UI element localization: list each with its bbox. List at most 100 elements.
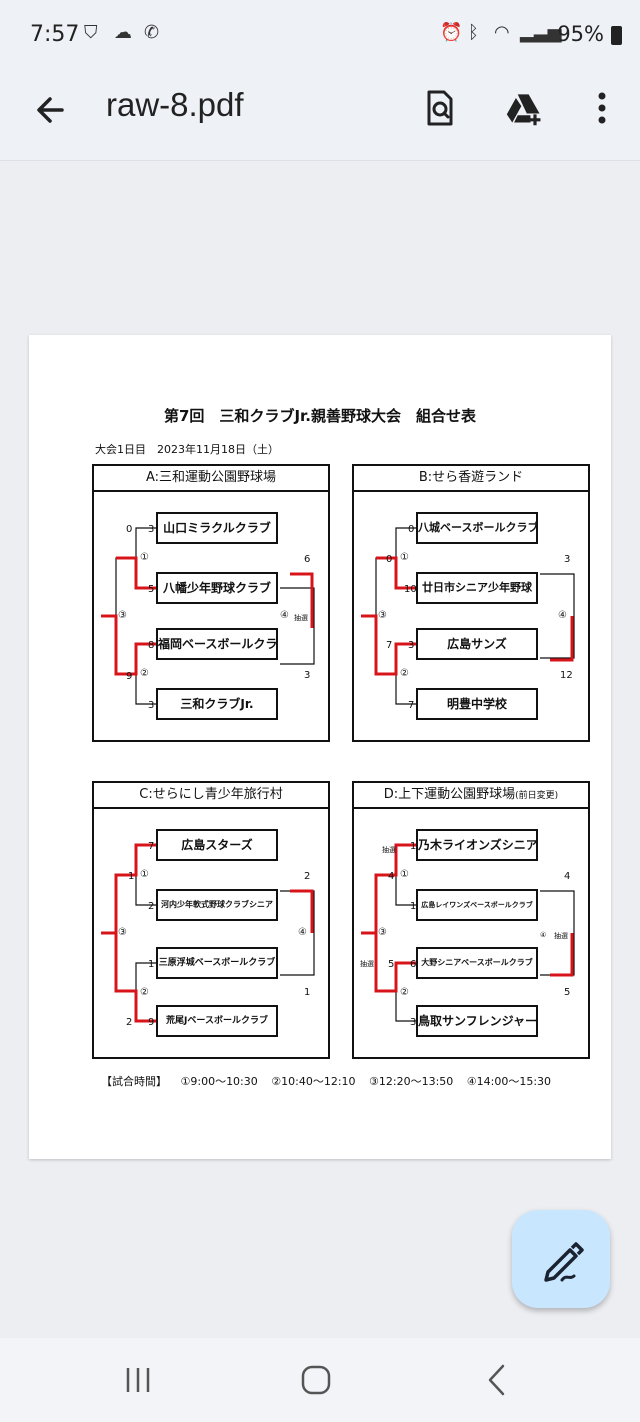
- match-number: ③: [378, 610, 387, 621]
- status-time: 7:57: [30, 22, 80, 47]
- match-time: ③12:20～13:50: [369, 1075, 454, 1088]
- score: 1: [128, 871, 135, 882]
- match-number: ③: [118, 927, 127, 938]
- score: 3: [408, 640, 415, 651]
- score: 4: [388, 871, 395, 882]
- team-box: 広島スターズ: [156, 829, 278, 861]
- match-number: ④: [298, 927, 307, 938]
- match-number: ①: [140, 552, 149, 563]
- score: 2: [304, 871, 311, 882]
- team-box: 三和クラブJr.: [156, 688, 278, 720]
- score: 1: [148, 959, 155, 970]
- match-time: ②10:40～12:10: [271, 1075, 356, 1088]
- lottery-note: 抽選: [360, 960, 374, 968]
- team-box: 鳥取サンフレンジャーズ: [416, 1005, 538, 1037]
- match-time: ①9:00～10:30: [180, 1075, 258, 1088]
- team-box: 荒尾Jベースボールクラブ: [156, 1005, 278, 1037]
- score: 0: [386, 554, 393, 565]
- team-box: 福岡ベースボールクラブ: [156, 628, 278, 660]
- bracket-lines: [101, 527, 315, 705]
- score: 5: [564, 987, 571, 998]
- venue-panel-b: B:せら香遊ランド 八城ベースボールクラブ 廿日市シニア少年野球 広島サンズ 明…: [352, 464, 590, 742]
- score: 4: [564, 871, 571, 882]
- score: 12: [560, 670, 573, 681]
- back-arrow-icon[interactable]: [32, 90, 72, 130]
- match-number: ③: [378, 927, 387, 938]
- pen-edit-icon: [544, 1242, 584, 1282]
- match-number: ④: [280, 610, 289, 621]
- team-box: 明豊中学校: [416, 688, 538, 720]
- score: 3: [410, 1017, 417, 1028]
- score: 10: [404, 584, 417, 595]
- status-bar: 7:57 ⛉ ☁ ✆ ⏰ ᛒ ◠ ▂▃▅ 95%: [0, 0, 640, 72]
- venue-panel-c: C:せらにし青少年旅行村 広島スターズ 河内少年軟式野球クラブシニア 三原浮城ベ…: [92, 781, 330, 1059]
- match-number: ①: [140, 869, 149, 880]
- score: 9: [126, 671, 133, 682]
- recent-apps-icon[interactable]: [118, 1360, 158, 1400]
- score: 8: [148, 640, 155, 651]
- team-box: 乃木ライオンズシニア: [416, 829, 538, 861]
- venue-panel-d: D:上下運動公園野球場(前日変更) 乃木ライオンズシニア 広島レイワンズベースボ…: [352, 781, 590, 1059]
- score: 6: [304, 554, 311, 565]
- team-box: 河内少年軟式野球クラブシニア: [156, 889, 278, 921]
- shield-icon: ⛉: [84, 22, 98, 43]
- team-box: 広島レイワンズベースボールクラブ: [416, 889, 538, 921]
- team-box: 八城ベースボールクラブ: [416, 512, 538, 544]
- document-title: raw-8.pdf: [106, 86, 244, 123]
- alarm-icon: ⏰: [440, 22, 463, 43]
- score: 1: [410, 901, 417, 912]
- home-icon[interactable]: [296, 1360, 336, 1400]
- back-nav-icon[interactable]: [478, 1360, 518, 1400]
- bracket-lines: [101, 843, 315, 1023]
- pdf-page: 第7回 三和クラブJr.親善野球大会 組合せ表 大会1日目 2023年11月18…: [29, 335, 611, 1159]
- venue-title: B:せら香遊ランド: [354, 466, 588, 492]
- app-bar: raw-8.pdf: [0, 72, 640, 161]
- bracket-lines: [361, 843, 575, 1022]
- lottery-note: 抽選: [294, 614, 308, 622]
- system-navigation-bar: [0, 1338, 640, 1422]
- venue-title: A:三和運動公園野球場: [94, 466, 328, 492]
- search-document-icon[interactable]: [420, 88, 460, 128]
- battery-percent: 95%: [557, 22, 604, 46]
- team-box: 広島サンズ: [416, 628, 538, 660]
- score: 2: [148, 901, 155, 912]
- score: 7: [148, 841, 155, 852]
- match-number: ②: [400, 987, 409, 998]
- tournament-title: 第7回 三和クラブJr.親善野球大会 組合せ表: [164, 407, 476, 425]
- lottery-note: 抽選: [554, 932, 568, 940]
- score: 9: [148, 1017, 155, 1028]
- score: 3: [304, 670, 311, 681]
- match-number: ④: [540, 931, 547, 939]
- score: 0: [408, 524, 415, 535]
- lottery-note: 抽選: [382, 846, 396, 854]
- match-times-label: 【試合時間】: [101, 1075, 167, 1088]
- venue-title: C:せらにし青少年旅行村: [94, 783, 328, 809]
- score: 3: [148, 524, 155, 535]
- venue-title: D:上下運動公園野球場(前日変更): [354, 783, 588, 809]
- more-options-icon[interactable]: [582, 88, 622, 128]
- score: 3: [564, 554, 571, 565]
- wifi-icon: ◠: [494, 22, 510, 43]
- score: 5: [148, 584, 155, 595]
- score: 1: [304, 987, 311, 998]
- match-times: 【試合時間】 ①9:00～10:30 ②10:40～12:10 ③12:20～1…: [101, 1073, 561, 1089]
- team-box: 廿日市シニア少年野球: [416, 572, 538, 604]
- match-number: ①: [400, 552, 409, 563]
- score: 0: [126, 524, 133, 535]
- score: 2: [126, 1017, 133, 1028]
- match-time: ④14:00～15:30: [466, 1075, 552, 1088]
- score: 3: [148, 700, 155, 711]
- bracket-lines: [361, 527, 575, 705]
- team-box: 三原浮城ベースボールクラブ: [156, 947, 278, 979]
- score: 5: [388, 959, 395, 970]
- edit-fab-button[interactable]: [512, 1210, 610, 1308]
- score: 6: [410, 959, 417, 970]
- add-to-drive-icon[interactable]: [505, 88, 545, 128]
- team-box: 八幡少年野球クラブ: [156, 572, 278, 604]
- score: 1: [410, 841, 417, 852]
- match-number: ②: [140, 668, 149, 679]
- score: 7: [386, 640, 393, 651]
- signal-icon: ▂▃▅: [520, 22, 562, 43]
- match-number: ②: [140, 987, 149, 998]
- bluetooth-icon: ᛒ: [468, 22, 479, 43]
